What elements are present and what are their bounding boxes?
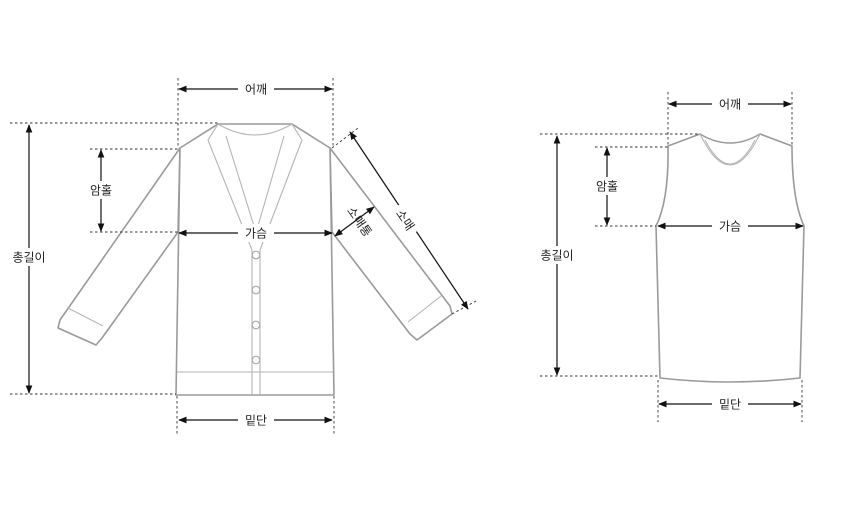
cardigan-illustration [57,123,453,396]
cardigan-body [175,123,335,396]
cardigan-hem-label: 밑단 [245,414,267,428]
vest-length-label: 총길이 [540,249,573,263]
cardigan-length-label: 총길이 [12,251,45,265]
vest-shoulder-label: 어깨 [719,98,741,112]
vest-labels: 어깨 총길이 암홀 가슴 밑단 [536,95,748,413]
cardigan-right-sleeve [329,147,453,341]
cardigan-left-cuff-seam [67,307,104,327]
vest-guides [540,92,803,422]
cardigan-button [251,355,261,365]
cardigan-button [251,285,261,295]
cardigan-button [251,250,261,260]
vest-body [655,133,805,383]
cardigan-left-sleeve [57,147,181,346]
vest-illustration [655,133,805,383]
cardigan-placket-right [259,123,303,395]
cardigan-labels: 어깨 총길이 암홀 가슴 소매통 소매 밑단 [8,80,423,429]
cardigan-placket-left [207,123,253,395]
vest-neck-collar [699,133,761,166]
cardigan-shoulder-label: 어깨 [245,83,267,97]
cardigan-back-neck [217,123,293,136]
vest-armhole-label: 암홀 [596,180,618,194]
cardigan-placket-inner-left [225,135,255,227]
cardigan-button [251,320,261,330]
cardigan-chest-label: 가슴 [245,227,267,241]
vest-chest-label: 가슴 [719,220,741,234]
vest-neck-inner [704,139,756,165]
cardigan-placket-inner-right [257,135,285,227]
cardigan-armhole-label: 암홀 [90,184,112,198]
vest-hem-label: 밑단 [719,398,741,412]
